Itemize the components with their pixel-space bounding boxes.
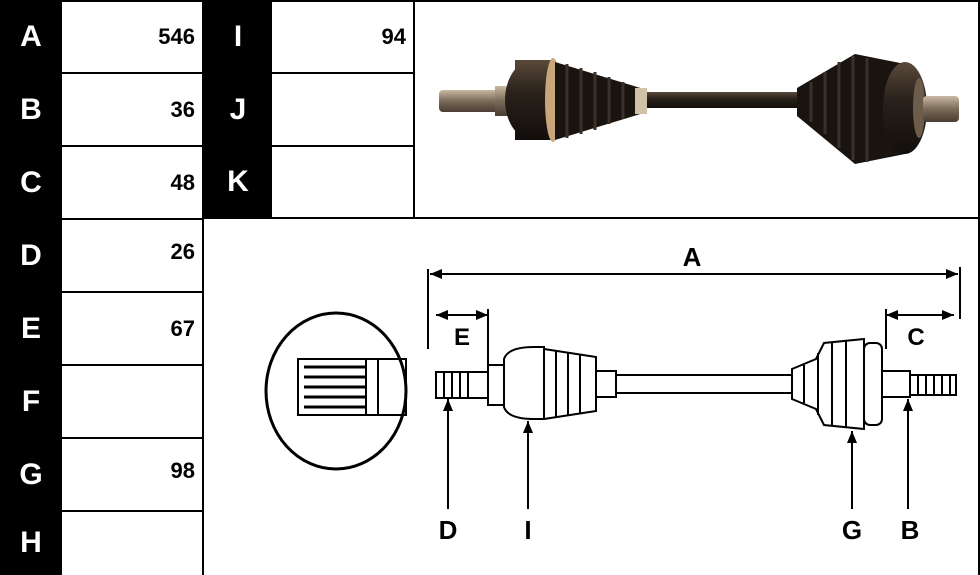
spec-value-b: 36 — [62, 73, 203, 146]
arrow-up-icon — [523, 421, 533, 433]
frame-border — [0, 0, 980, 2]
row-divider — [62, 72, 203, 74]
row-divider — [62, 291, 203, 293]
spec-value-g: 98 — [62, 438, 203, 511]
row-divider — [62, 145, 203, 147]
spec-label-h: H — [0, 511, 62, 575]
arrow-right-icon — [946, 269, 958, 279]
drive-shaft-photo — [439, 54, 959, 164]
column-divider — [202, 0, 204, 575]
frame-border — [978, 0, 980, 575]
marker-d-label: D — [439, 515, 458, 545]
arrow-left-icon — [430, 269, 442, 279]
spec-value-d: 26 — [62, 219, 203, 292]
spec-value-i: 94 — [272, 0, 414, 73]
column-divider — [413, 0, 415, 218]
arrow-up-icon — [443, 399, 453, 411]
marker-i-label: I — [524, 515, 531, 545]
spec-label-g: G — [0, 438, 62, 511]
row-divider — [204, 217, 980, 219]
row-divider — [62, 364, 203, 366]
spec-label-f: F — [0, 365, 62, 438]
spec-label-k: K — [204, 146, 272, 218]
arrow-left-icon — [436, 310, 448, 320]
spec-value-c: 48 — [62, 146, 203, 219]
spec-label-e: E — [0, 292, 62, 365]
row-divider — [62, 510, 203, 512]
marker-b-label: B — [901, 515, 920, 545]
spec-label-j: J — [204, 73, 272, 146]
dimension-e-label: E — [454, 324, 470, 351]
marker-g-label: G — [842, 515, 862, 545]
spec-value-j — [272, 73, 414, 146]
row-divider — [62, 437, 203, 439]
arrow-right-icon — [942, 310, 954, 320]
dimension-diagram: A E C — [264, 242, 961, 545]
spec-label-d: D — [0, 219, 62, 292]
spec-value-e: 67 — [62, 292, 203, 365]
row-divider — [272, 145, 414, 147]
row-divider — [272, 72, 414, 74]
spec-value-a: 546 — [62, 0, 203, 73]
spec-value-k — [272, 146, 414, 218]
shaft-outline — [435, 337, 957, 431]
arrow-left-icon — [886, 310, 898, 320]
spec-label-b: B — [0, 73, 62, 146]
dimension-c-label: C — [907, 324, 924, 351]
spec-label-a: A — [0, 0, 62, 73]
arrow-up-icon — [903, 399, 913, 411]
row-divider — [62, 218, 203, 220]
spec-label-c: C — [0, 146, 62, 219]
arrow-up-icon — [847, 431, 857, 443]
dimension-a-label: A — [683, 242, 702, 272]
spec-label-i: I — [204, 0, 272, 73]
spline-detail-magnifier — [264, 311, 408, 471]
spec-value-h — [62, 511, 203, 575]
spec-value-f — [62, 365, 203, 438]
arrow-right-icon — [476, 310, 488, 320]
